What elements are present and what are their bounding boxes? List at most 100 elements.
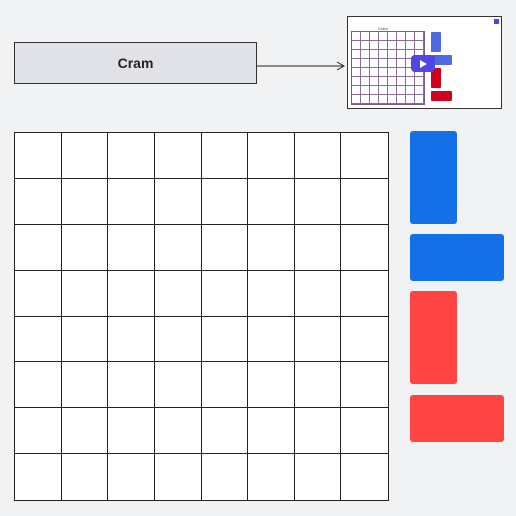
board-cell[interactable] [201,408,249,455]
board-cell[interactable] [341,362,388,409]
play-icon [420,59,427,68]
board-cell[interactable] [248,270,295,317]
thumbnail-cell [370,86,379,95]
board-cell[interactable] [201,270,249,317]
board-cell[interactable] [15,408,62,455]
board-cell[interactable] [248,133,295,179]
thumbnail-cell [352,59,361,68]
board-cell[interactable] [108,316,155,363]
board-cell[interactable] [341,454,388,500]
red-horizontal-domino[interactable] [410,395,504,442]
board-cell[interactable] [61,362,109,409]
board-cell[interactable] [108,178,155,225]
board-cell[interactable] [341,408,388,455]
board-cell[interactable] [248,454,295,500]
thumbnail-blue-vertical-piece [431,32,441,52]
thumbnail-cell [379,95,388,104]
board-cell[interactable] [154,270,202,317]
board-cell[interactable] [201,178,249,225]
board-cell[interactable] [294,270,342,317]
thumbnail-cell [370,68,379,77]
board-cell[interactable] [294,362,342,409]
play-button[interactable] [411,55,435,72]
game-board [14,132,389,501]
thumbnail-cell [397,50,406,59]
thumbnail-cell [352,41,361,50]
board-cell[interactable] [61,224,109,271]
board-cell[interactable] [155,454,202,500]
board-cell[interactable] [15,316,62,363]
board-cell[interactable] [294,178,342,225]
thumbnail-cell [397,86,406,95]
board-cell[interactable] [154,133,202,179]
board-cell[interactable] [201,224,249,271]
board-cell[interactable] [154,362,202,409]
game-title: Cram [14,42,257,84]
red-vertical-domino[interactable] [410,291,457,384]
board-cell[interactable] [341,179,388,225]
thumbnail-cell [352,77,361,86]
game-thumbnail[interactable]: Cram [347,16,502,109]
board-cell[interactable] [248,408,295,455]
board-cell[interactable] [248,178,295,225]
board-cell[interactable] [108,270,155,317]
thumbnail-cell [379,41,388,50]
board-cell[interactable] [108,454,155,500]
blue-vertical-domino[interactable] [410,131,457,224]
thumbnail-cell [352,32,361,41]
thumbnail-cell [352,95,361,104]
thumbnail-cell [415,68,424,77]
board-cell[interactable] [248,224,295,271]
board-cell[interactable] [62,454,109,500]
board-cell[interactable] [108,224,155,271]
board-cell[interactable] [294,316,342,363]
board-cell[interactable] [15,178,62,225]
board-cell[interactable] [294,408,342,455]
board-cell[interactable] [201,362,249,409]
board-cell[interactable] [341,225,388,271]
board-cell[interactable] [61,316,109,363]
board-cell[interactable] [61,270,109,317]
board-cell[interactable] [341,133,388,179]
board-cell[interactable] [108,133,155,179]
board-cell[interactable] [154,408,202,455]
board-cell[interactable] [294,133,342,179]
board-cell[interactable] [15,224,62,271]
thumbnail-cell [370,59,379,68]
blue-horizontal-domino[interactable] [410,234,504,281]
board-cell[interactable] [15,270,62,317]
thumbnail-cell [406,95,415,104]
board-cell[interactable] [248,316,295,363]
board-cell[interactable] [15,454,62,500]
board-cell[interactable] [201,133,249,179]
thumbnail-cell [388,77,397,86]
thumbnail-cell [415,86,424,95]
board-cell[interactable] [341,271,388,317]
thumbnail-cell [361,68,370,77]
board-cell[interactable] [341,317,388,363]
board-cell[interactable] [154,178,202,225]
board-cell[interactable] [61,178,109,225]
thumbnail-red-horizontal-piece [431,91,452,101]
board-cell[interactable] [294,224,342,271]
board-cell[interactable] [108,408,155,455]
board-cell[interactable] [248,362,295,409]
board-cell[interactable] [15,133,62,179]
board-cell[interactable] [61,133,109,179]
thumbnail-cell [352,68,361,77]
thumbnail-cell [379,50,388,59]
board-cell[interactable] [108,362,155,409]
board-cell[interactable] [154,316,202,363]
board-cell[interactable] [61,408,109,455]
thumbnail-cell [379,86,388,95]
thumbnail-cell [361,32,370,41]
board-cell[interactable] [201,316,249,363]
thumbnail-cell [397,59,406,68]
thumbnail-cell [388,86,397,95]
board-cell[interactable] [295,454,342,500]
board-cell[interactable] [154,224,202,271]
board-cell[interactable] [202,454,249,500]
board-cell[interactable] [15,362,62,409]
thumbnail-cell [388,59,397,68]
thumbnail-cell [397,68,406,77]
